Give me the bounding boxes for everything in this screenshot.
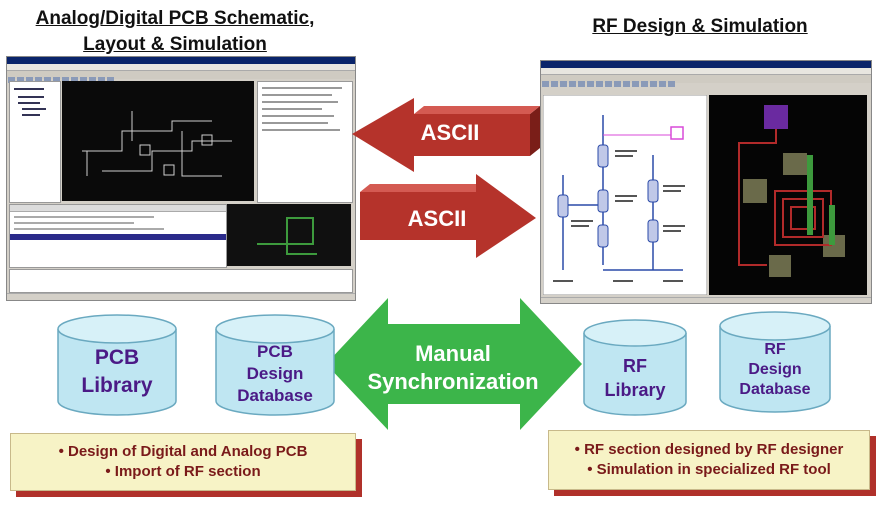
left-title-line1: Analog/Digital PCB Schematic, [35,8,315,29]
rf-note-line1: • RF section designed by RF designer [574,441,844,458]
pcb-library-line1: PCB [94,346,140,369]
rf-design-db-line3: Database [739,381,811,398]
pcb-table-panel [9,204,227,268]
left-title: Analog/Digital PCB Schematic, Layout & S… [5,6,345,58]
pcb-status-bar [7,293,355,300]
pcb-project-tree [9,81,61,203]
rf-tool-toolbar [541,75,871,87]
pcb-tool-toolbar [7,71,355,83]
rf-library-line1: RF [623,356,647,376]
pcb-notes-box: • Design of Digital and Analog PCB • Imp… [10,433,356,491]
pcb-library-line2: Library [81,374,153,397]
pcb-note-line2: • Import of RF section [105,463,261,480]
pcb-design-db-line2: Design [246,364,304,383]
pcb-schematic-canvas [62,81,254,201]
pcb-output-window [9,269,353,293]
pcb-tool-titlebar [7,57,355,64]
ascii-arrow-left [352,98,540,172]
rf-design-db-cylinder [719,311,831,413]
pcb-layout-preview [227,204,351,266]
rf-library-label: RF Library [582,354,688,402]
rf-design-db-line2: Design [748,361,802,378]
rf-design-db-label: RF Design Database [718,340,832,400]
pcb-library-label: PCB Library [56,344,178,400]
rf-tool-screenshot [540,60,872,304]
rf-tool-menubar [541,68,871,75]
right-title: RF Design & Simulation [592,16,808,37]
left-title-line2: Layout & Simulation [83,34,267,55]
manual-sync-arrow [326,298,582,430]
rf-design-db-line1: RF [764,341,786,358]
manual-sync-line2: Synchronization [367,369,539,394]
rf-tool-titlebar [541,61,871,68]
pcb-design-db-cylinder [215,314,335,416]
manual-sync-line1: Manual [415,341,491,366]
rf-status-bar [541,297,871,303]
manual-sync-label: Manual Synchronization [340,340,566,396]
pcb-tool-screenshot [6,56,356,301]
rf-library-cylinder [583,319,687,416]
pcb-properties-panel [257,81,353,203]
rf-library-line2: Library [604,380,666,400]
pcb-design-db-line3: Database [237,386,313,405]
rf-schematic-canvas [543,95,707,295]
ascii-arrow-right-label: ASCII [407,206,467,231]
rf-notes-box: • RF section designed by RF designer • S… [548,430,870,490]
pcb-library-cylinder [57,314,177,416]
rf-layout-canvas [709,95,867,295]
pcb-design-db-line1: PCB [257,342,293,361]
pcb-design-db-label: PCB Design Database [214,341,336,407]
pcb-tool-menubar [7,64,355,71]
rf-note-line2: • Simulation in specialized RF tool [587,461,831,478]
pcb-note-line1: • Design of Digital and Analog PCB [58,443,308,460]
ascii-arrow-left-label: ASCII [420,120,480,145]
ascii-arrow-right [360,174,536,258]
